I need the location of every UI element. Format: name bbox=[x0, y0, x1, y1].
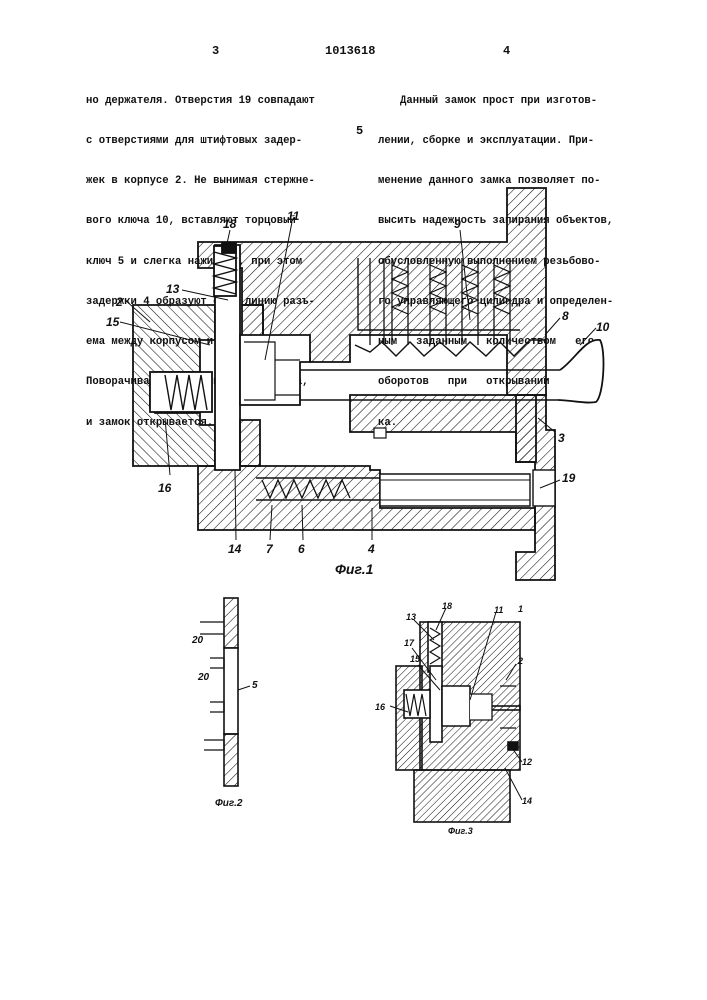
fig1-label: 6 bbox=[298, 542, 305, 556]
fig2-label: 5 bbox=[252, 680, 258, 691]
fig3-label: 13 bbox=[406, 612, 416, 622]
fig3-label: 11 bbox=[494, 605, 503, 615]
fig3-label: 14 bbox=[522, 796, 532, 806]
fig2-caption: Фиг.2 bbox=[215, 798, 243, 809]
fig1-label: 2 bbox=[115, 295, 123, 309]
fig2-label: 20 bbox=[191, 635, 204, 646]
fig3-label: 2 bbox=[517, 656, 523, 666]
fig1-label: 18 bbox=[223, 217, 237, 231]
figure-1 bbox=[120, 188, 603, 580]
fig1-caption: Фиг.1 bbox=[335, 561, 374, 577]
fig1-label: 19 bbox=[562, 471, 576, 485]
fig1-label: 8 bbox=[562, 309, 569, 323]
fig1-label: 15 bbox=[106, 315, 120, 329]
fig1-label: 16 bbox=[158, 481, 172, 495]
fig3-caption: Фиг.3 bbox=[448, 826, 473, 836]
fig2-label: 20 bbox=[197, 672, 210, 683]
fig3-label: 12 bbox=[522, 757, 532, 767]
fig1-label: 7 bbox=[266, 542, 274, 556]
fig3-label: 15 bbox=[410, 654, 421, 664]
fig3-label: 1 bbox=[518, 604, 523, 614]
fig1-label: 14 bbox=[228, 542, 242, 556]
fig1-label: 4 bbox=[367, 542, 375, 556]
fig1-label: 3 bbox=[558, 431, 565, 445]
fig3-label: 18 bbox=[442, 601, 452, 611]
fig3-label: 17 bbox=[404, 638, 415, 648]
fig1-label: 10 bbox=[596, 320, 610, 334]
fig1-label: 11 bbox=[287, 209, 300, 223]
fig1-label: 9 bbox=[454, 217, 461, 231]
fig1-label: 13 bbox=[166, 282, 180, 296]
fig3-label: 16 bbox=[375, 702, 386, 712]
figure-2 bbox=[200, 598, 250, 786]
